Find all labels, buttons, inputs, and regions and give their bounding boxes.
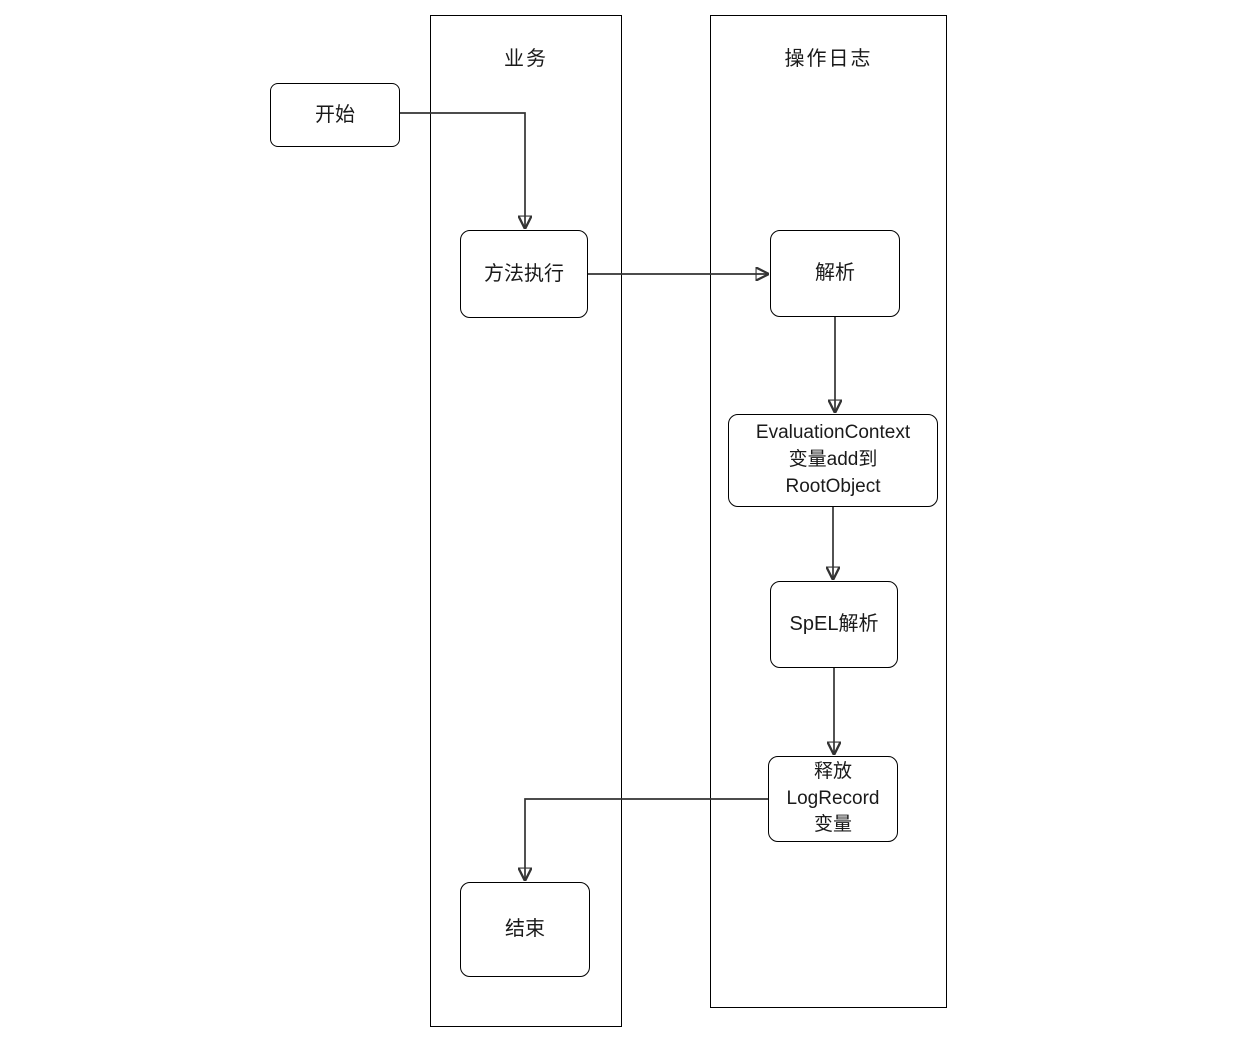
node-eval-context-line3: RootObject — [785, 475, 881, 497]
node-method-exec-label: 方法执行 — [484, 262, 564, 285]
node-parse: 解析 — [770, 230, 900, 317]
node-method-exec: 方法执行 — [460, 230, 588, 318]
node-release-logrecord: 释放 LogRecord 变量 — [768, 756, 898, 842]
node-release-line3: 变量 — [813, 814, 852, 836]
lane-business: 业务 — [430, 15, 622, 1027]
node-end-label: 结束 — [505, 918, 545, 940]
node-parse-label: 解析 — [815, 262, 855, 284]
node-start-label: 开始 — [315, 103, 355, 126]
lane-business-title: 业务 — [504, 48, 548, 70]
node-eval-context: EvaluationContext 变量add到 RootObject — [728, 414, 938, 507]
lane-operation-log-title: 操作日志 — [784, 48, 873, 70]
node-release-line2: LogRecord — [786, 787, 880, 809]
node-spel-parse-label: SpEL解析 — [789, 613, 879, 635]
node-release-line1: 释放 — [813, 761, 852, 783]
node-eval-context-line1: EvaluationContext — [755, 422, 911, 444]
node-end: 结束 — [460, 882, 590, 977]
node-start: 开始 — [270, 83, 400, 147]
node-spel-parse: SpEL解析 — [770, 581, 898, 668]
node-eval-context-line2: 变量add到 — [788, 449, 878, 471]
lane-operation-log: 操作日志 — [710, 15, 947, 1008]
